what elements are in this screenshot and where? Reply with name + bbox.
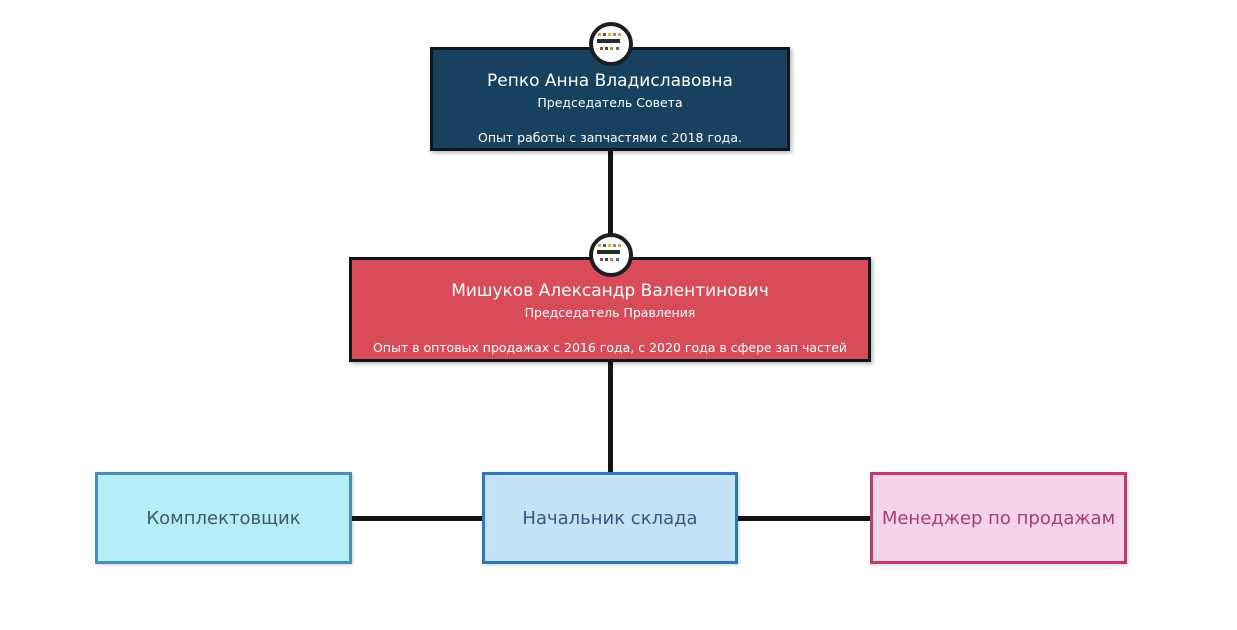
node-note: Опыт в оптовых продажах с 2016 года, с 2… xyxy=(372,339,848,355)
connector-warehouse-to-sales xyxy=(736,516,873,521)
node-role: Председатель Правления xyxy=(524,305,696,321)
node-role: Председатель Совета xyxy=(537,95,683,111)
parts-photo-avatar-icon xyxy=(588,232,634,278)
connector-top-to-mid xyxy=(608,150,613,260)
node-label: Начальник склада xyxy=(522,507,698,529)
node-name: Репко Анна Владиславовна xyxy=(487,71,733,91)
node-label: Менеджер по продажам xyxy=(881,507,1116,529)
node-chairman-of-board[interactable]: Репко Анна Владиславовна Председатель Со… xyxy=(430,47,790,151)
node-sales-manager[interactable]: Менеджер по продажам xyxy=(870,472,1127,564)
node-note: Опыт работы с запчастями с 2018 года. xyxy=(478,129,742,145)
connector-picker-to-warehouse xyxy=(350,516,485,521)
node-name: Мишуков Александр Валентинович xyxy=(451,281,769,301)
node-warehouse-manager[interactable]: Начальник склада xyxy=(482,472,738,564)
connector-mid-to-warehouse xyxy=(608,360,613,475)
node-label: Комплектовщик xyxy=(146,507,301,529)
node-picker[interactable]: Комплектовщик xyxy=(95,472,352,564)
parts-photo-avatar-icon xyxy=(588,21,634,67)
